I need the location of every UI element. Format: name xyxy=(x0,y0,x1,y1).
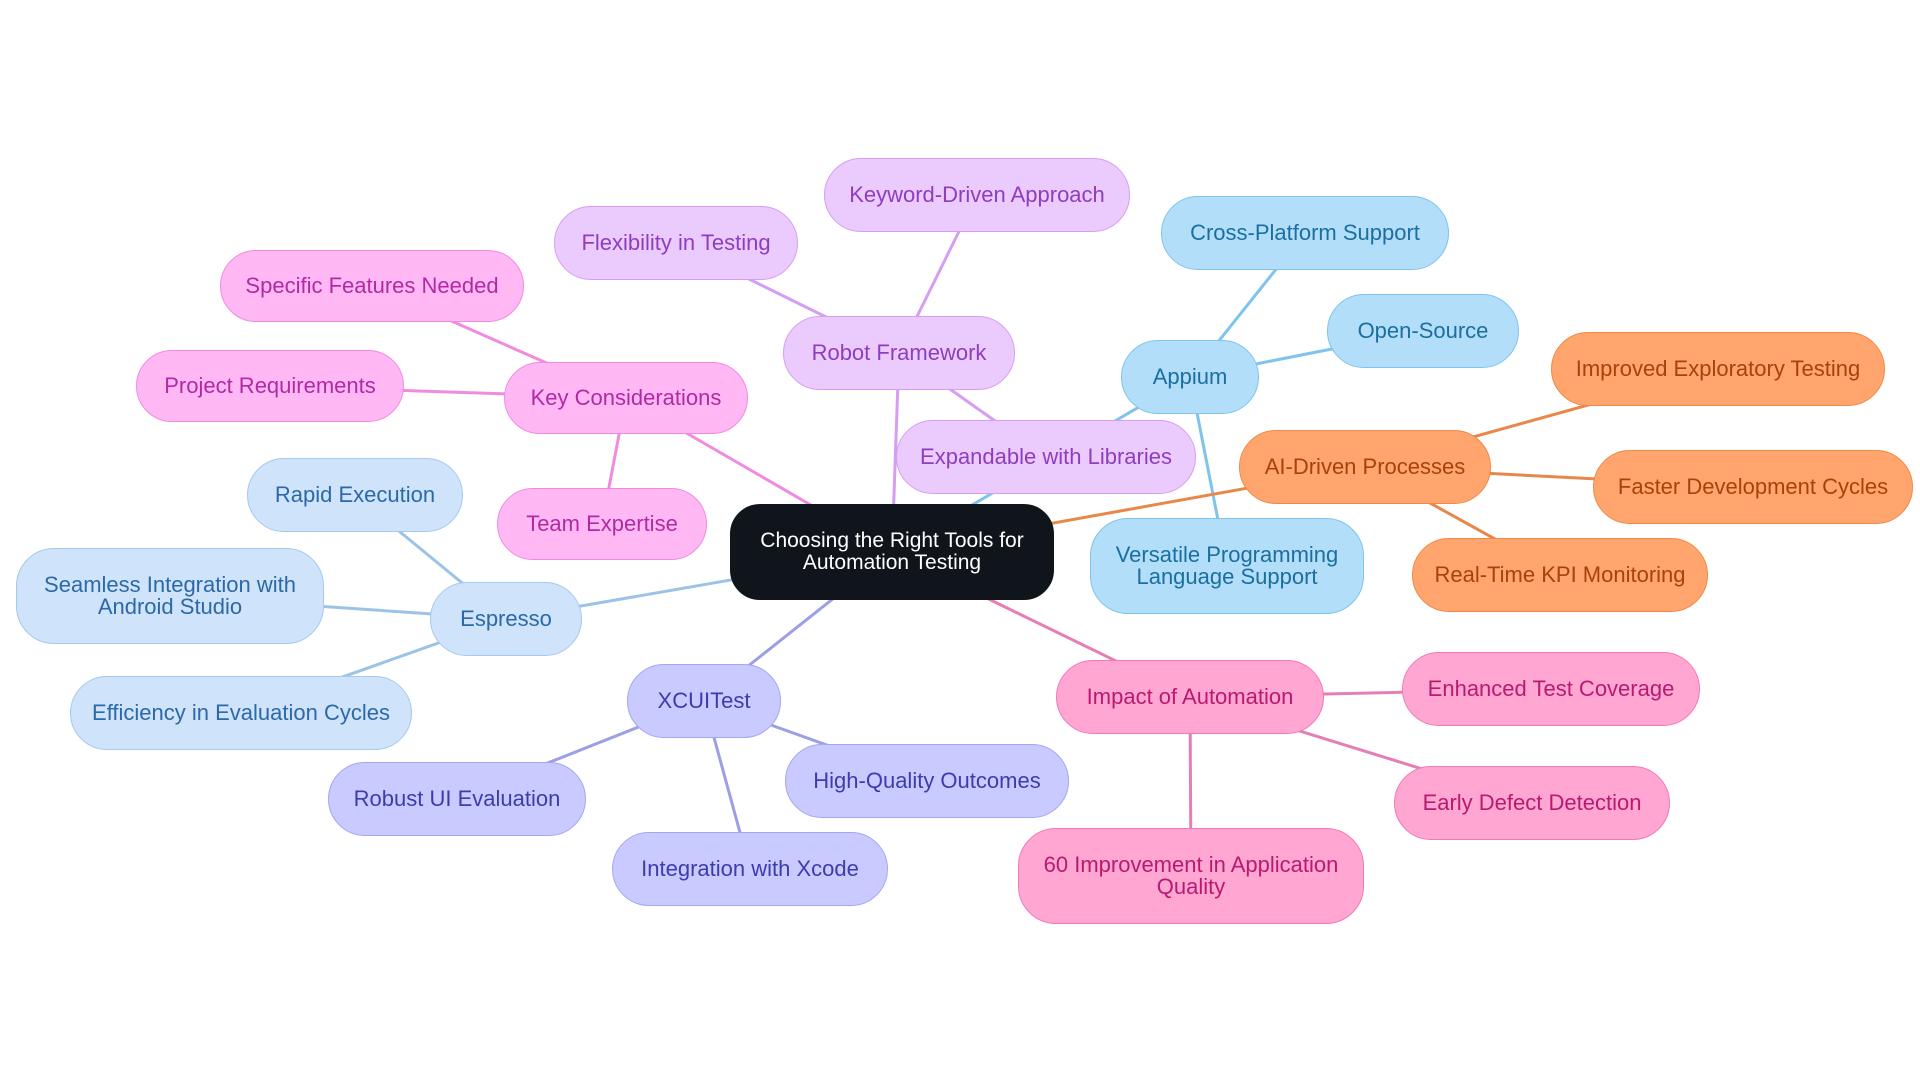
specific-features-needed-node: Specific Features Needed xyxy=(220,250,524,322)
enhanced-test-coverage-node: Enhanced Test Coverage xyxy=(1402,652,1700,726)
rapid-execution-node: Rapid Execution xyxy=(247,458,463,532)
espresso-node: Espresso xyxy=(430,582,582,656)
project-requirements-node: Project Requirements xyxy=(136,350,404,422)
early-defect-detection-node: Early Defect Detection xyxy=(1394,766,1670,840)
cross-platform-support-node: Cross-Platform Support xyxy=(1161,196,1449,270)
expandable-with-libraries-node: Expandable with Libraries xyxy=(896,420,1196,494)
team-expertise-node: Team Expertise xyxy=(497,488,707,560)
improved-exploratory-testing-node: Improved Exploratory Testing xyxy=(1551,332,1885,406)
high-quality-outcomes-node: High-Quality Outcomes xyxy=(785,744,1069,818)
root-node: Choosing the Right Tools for Automation … xyxy=(730,504,1054,600)
robust-ui-evaluation-node: Robust UI Evaluation xyxy=(328,762,586,836)
versatile-programming-language-support-node: Versatile Programming Language Support xyxy=(1090,518,1364,614)
keyword-driven-approach-node: Keyword-Driven Approach xyxy=(824,158,1130,232)
60-improvement-in-application-quality-node: 60 Improvement in Application Quality xyxy=(1018,828,1364,924)
ai-driven-processes-node: AI-Driven Processes xyxy=(1239,430,1491,504)
key-considerations-node: Key Considerations xyxy=(504,362,748,434)
real-time-kpi-monitoring-node: Real-Time KPI Monitoring xyxy=(1412,538,1708,612)
impact-of-automation-node: Impact of Automation xyxy=(1056,660,1324,734)
appium-node: Appium xyxy=(1121,340,1259,414)
open-source-node: Open-Source xyxy=(1327,294,1519,368)
efficiency-in-evaluation-cycles-node: Efficiency in Evaluation Cycles xyxy=(70,676,412,750)
integration-with-xcode-node: Integration with Xcode xyxy=(612,832,888,906)
faster-development-cycles-node: Faster Development Cycles xyxy=(1593,450,1913,524)
flexibility-in-testing-node: Flexibility in Testing xyxy=(554,206,798,280)
robot-framework-node: Robot Framework xyxy=(783,316,1015,390)
xcuitest-node: XCUITest xyxy=(627,664,781,738)
seamless-integration-with-android-studio-node: Seamless Integration with Android Studio xyxy=(16,548,324,644)
